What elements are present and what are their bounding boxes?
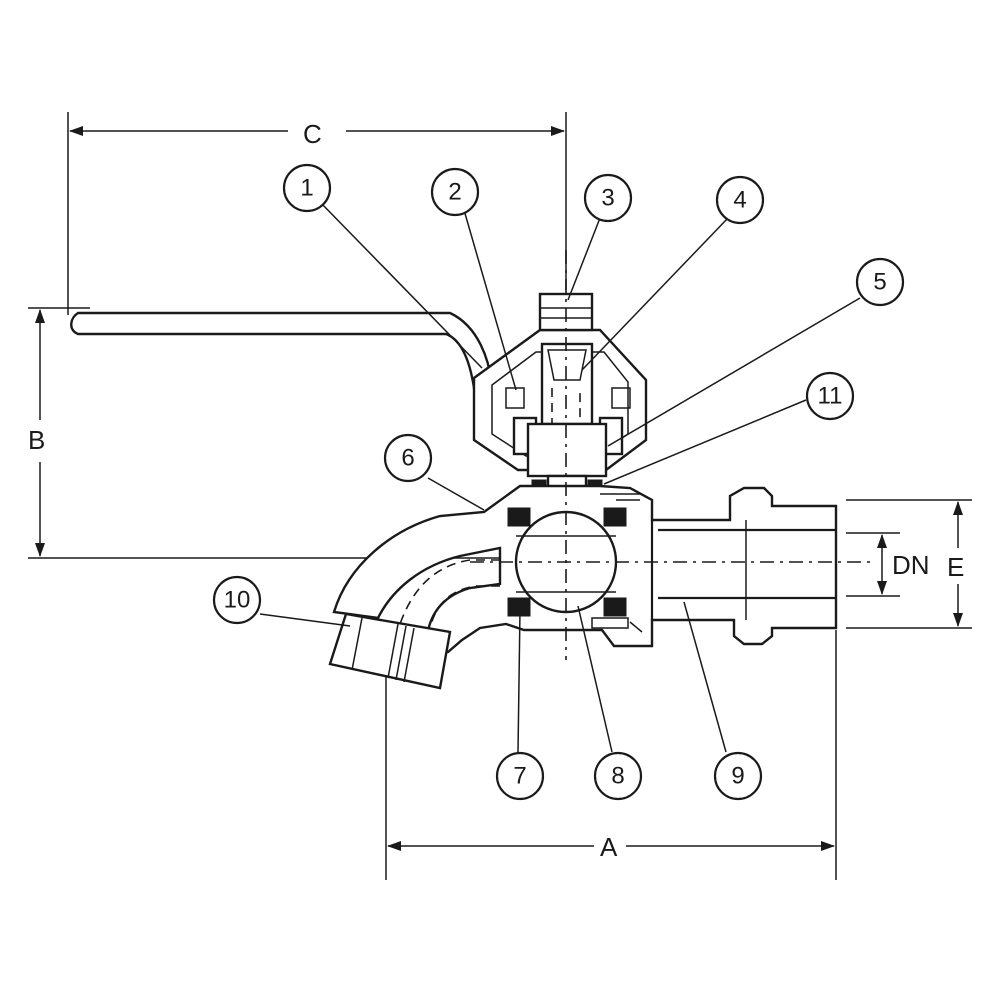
callout-10-label: 10: [224, 587, 251, 614]
dimension-c: C: [69, 119, 565, 149]
dimension-c-label: C: [303, 119, 322, 149]
callout-4: 4: [715, 175, 765, 225]
callout-4-label: 4: [733, 187, 746, 214]
callout-6: 6: [383, 433, 433, 483]
dimension-dn: DN: [877, 534, 930, 595]
callout-1: 1: [282, 163, 332, 213]
dimension-a: A: [387, 832, 835, 862]
dimension-e-label: E: [947, 552, 964, 582]
callout-5-label: 5: [873, 269, 886, 296]
callout-9: 9: [713, 751, 763, 801]
callout-11-label: 11: [818, 383, 843, 410]
callout-3: 3: [583, 173, 633, 223]
callout-5: 5: [855, 257, 905, 307]
dimension-a-label: A: [600, 832, 618, 862]
dimension-e: E: [947, 501, 964, 627]
lever-handle: [70, 311, 494, 390]
callout-7: 7: [495, 751, 545, 801]
callout-6-label: 6: [401, 445, 414, 472]
callout-3-label: 3: [601, 185, 614, 212]
callout-8-label: 8: [611, 763, 624, 790]
dimension-b: B: [28, 309, 45, 557]
callout-9-label: 9: [731, 763, 744, 790]
callout-10: 10: [212, 575, 262, 625]
callout-11: 11: [805, 371, 855, 421]
leader-lines: [259, 201, 861, 753]
callout-2-label: 2: [448, 179, 461, 206]
dimension-dn-label: DN: [892, 550, 930, 580]
dimension-b-label: B: [28, 425, 45, 455]
center-lines: [470, 250, 870, 660]
callout-8: 8: [593, 751, 643, 801]
callout-1-label: 1: [300, 175, 313, 202]
callout-2: 2: [430, 167, 480, 217]
spout-cap: [328, 612, 452, 690]
callout-7-label: 7: [513, 763, 526, 790]
